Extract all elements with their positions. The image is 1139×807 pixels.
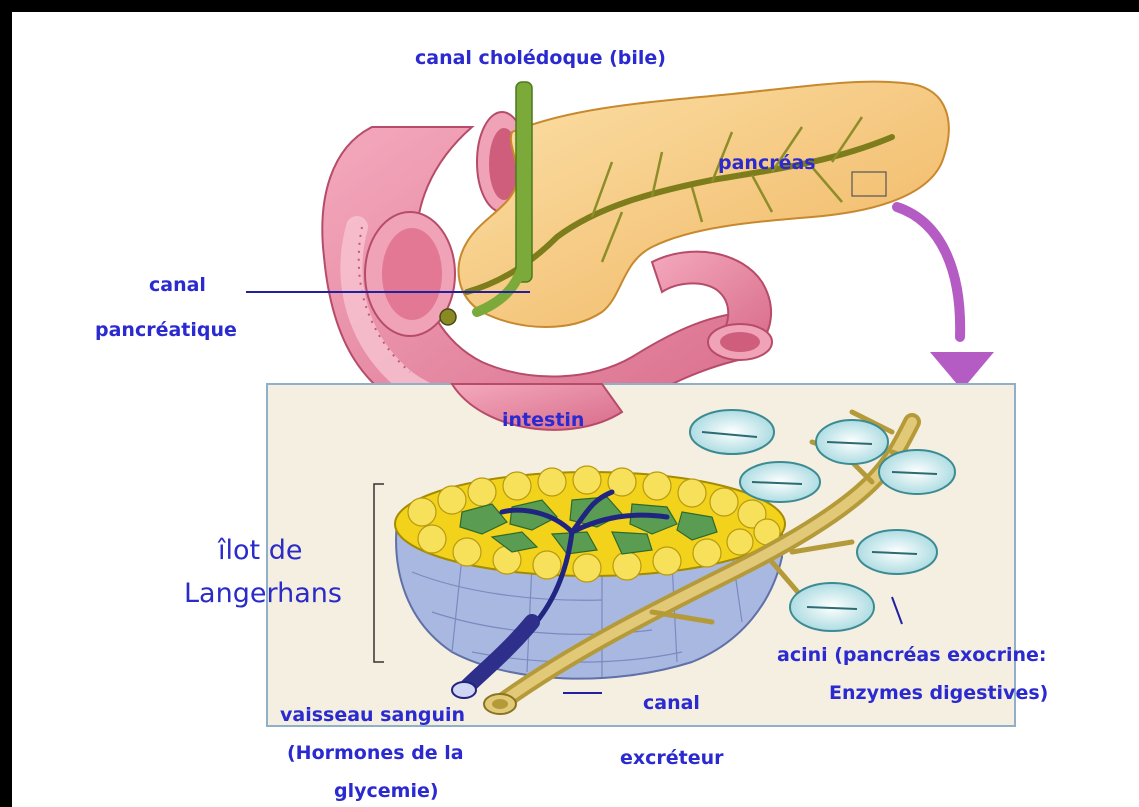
label-ilot-1: îlot de [218, 535, 302, 567]
label-canal-choledoque: canal cholédoque (bile) [415, 47, 666, 70]
label-canal-excreteur-2: excréteur [620, 747, 724, 770]
diagram-frame: canal cholédoque (bile) pancréas canal p… [12, 12, 1139, 807]
label-acini-1: acini (pancréas exocrine: [777, 644, 1047, 667]
label-canal-excreteur-1: canal [643, 692, 700, 715]
label-ilot-2: Langerhans [184, 578, 342, 610]
label-intestin: intestin [502, 409, 584, 432]
label-vaisseau-2: (Hormones de la [287, 742, 464, 765]
label-acini-2: Enzymes digestives) [829, 682, 1048, 705]
label-vaisseau-1: vaisseau sanguin [280, 704, 465, 727]
label-canal-pancreatique-1: canal [149, 274, 206, 297]
label-pancreas: pancréas [718, 152, 816, 175]
label-vaisseau-3: glycemie) [334, 780, 439, 803]
pancreas-organ [440, 82, 949, 327]
label-canal-pancreatique-2: pancréatique [95, 319, 237, 342]
zoom-arrow [897, 207, 994, 390]
